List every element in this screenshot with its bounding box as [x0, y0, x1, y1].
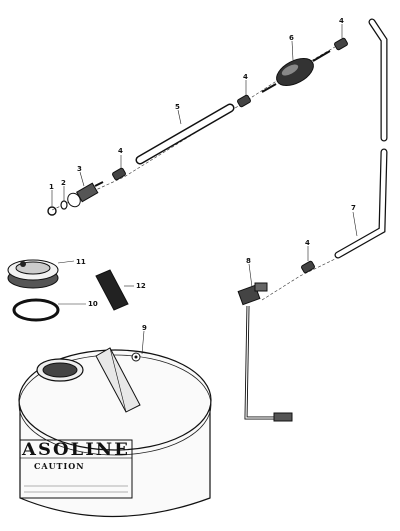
can-brand-text: ASOLINE — [21, 440, 130, 460]
callout-part-9: 9 — [142, 324, 147, 332]
leader-lines — [51, 24, 358, 355]
callout-part-8: 8 — [246, 257, 251, 265]
callout-part-11: 11 — [76, 258, 86, 266]
callout-part-6: 6 — [289, 34, 294, 42]
callout-part-4-upper: 4 — [339, 17, 344, 25]
part-8-pickup-tube — [237, 282, 293, 422]
callout-part-1: 1 — [49, 183, 54, 191]
part-12-strap — [95, 269, 129, 311]
part-4-connector-upper-right — [334, 37, 348, 51]
part-2-o-ring — [60, 200, 68, 210]
part-6-primer-bulb — [261, 50, 331, 93]
part-4-connector-left — [112, 167, 126, 181]
part-11-fuel-cap — [7, 259, 59, 289]
callout-part-12: 12 — [136, 282, 146, 290]
callout-part-4-left: 4 — [118, 147, 123, 155]
part-4-connector-lower — [301, 260, 315, 274]
part-10-gasket — [12, 298, 60, 322]
part-7-fuel-line — [334, 18, 388, 259]
part-4-connector-middle — [237, 94, 251, 108]
can-caution-text: CAUTION — [34, 461, 85, 471]
callout-part-2: 2 — [61, 179, 66, 187]
callout-part-4-middle: 4 — [243, 73, 248, 81]
callout-part-4-lower: 4 — [305, 239, 310, 247]
callout-part-5: 5 — [175, 103, 180, 111]
part-5-hose — [135, 103, 235, 165]
callout-part-10: 10 — [88, 300, 98, 308]
part-1-clip — [47, 206, 57, 216]
callout-part-7: 7 — [351, 204, 356, 212]
part-9-gasoline-can — [18, 347, 212, 518]
callout-part-3: 3 — [77, 165, 82, 173]
part-3-tank-fitting — [67, 181, 104, 208]
